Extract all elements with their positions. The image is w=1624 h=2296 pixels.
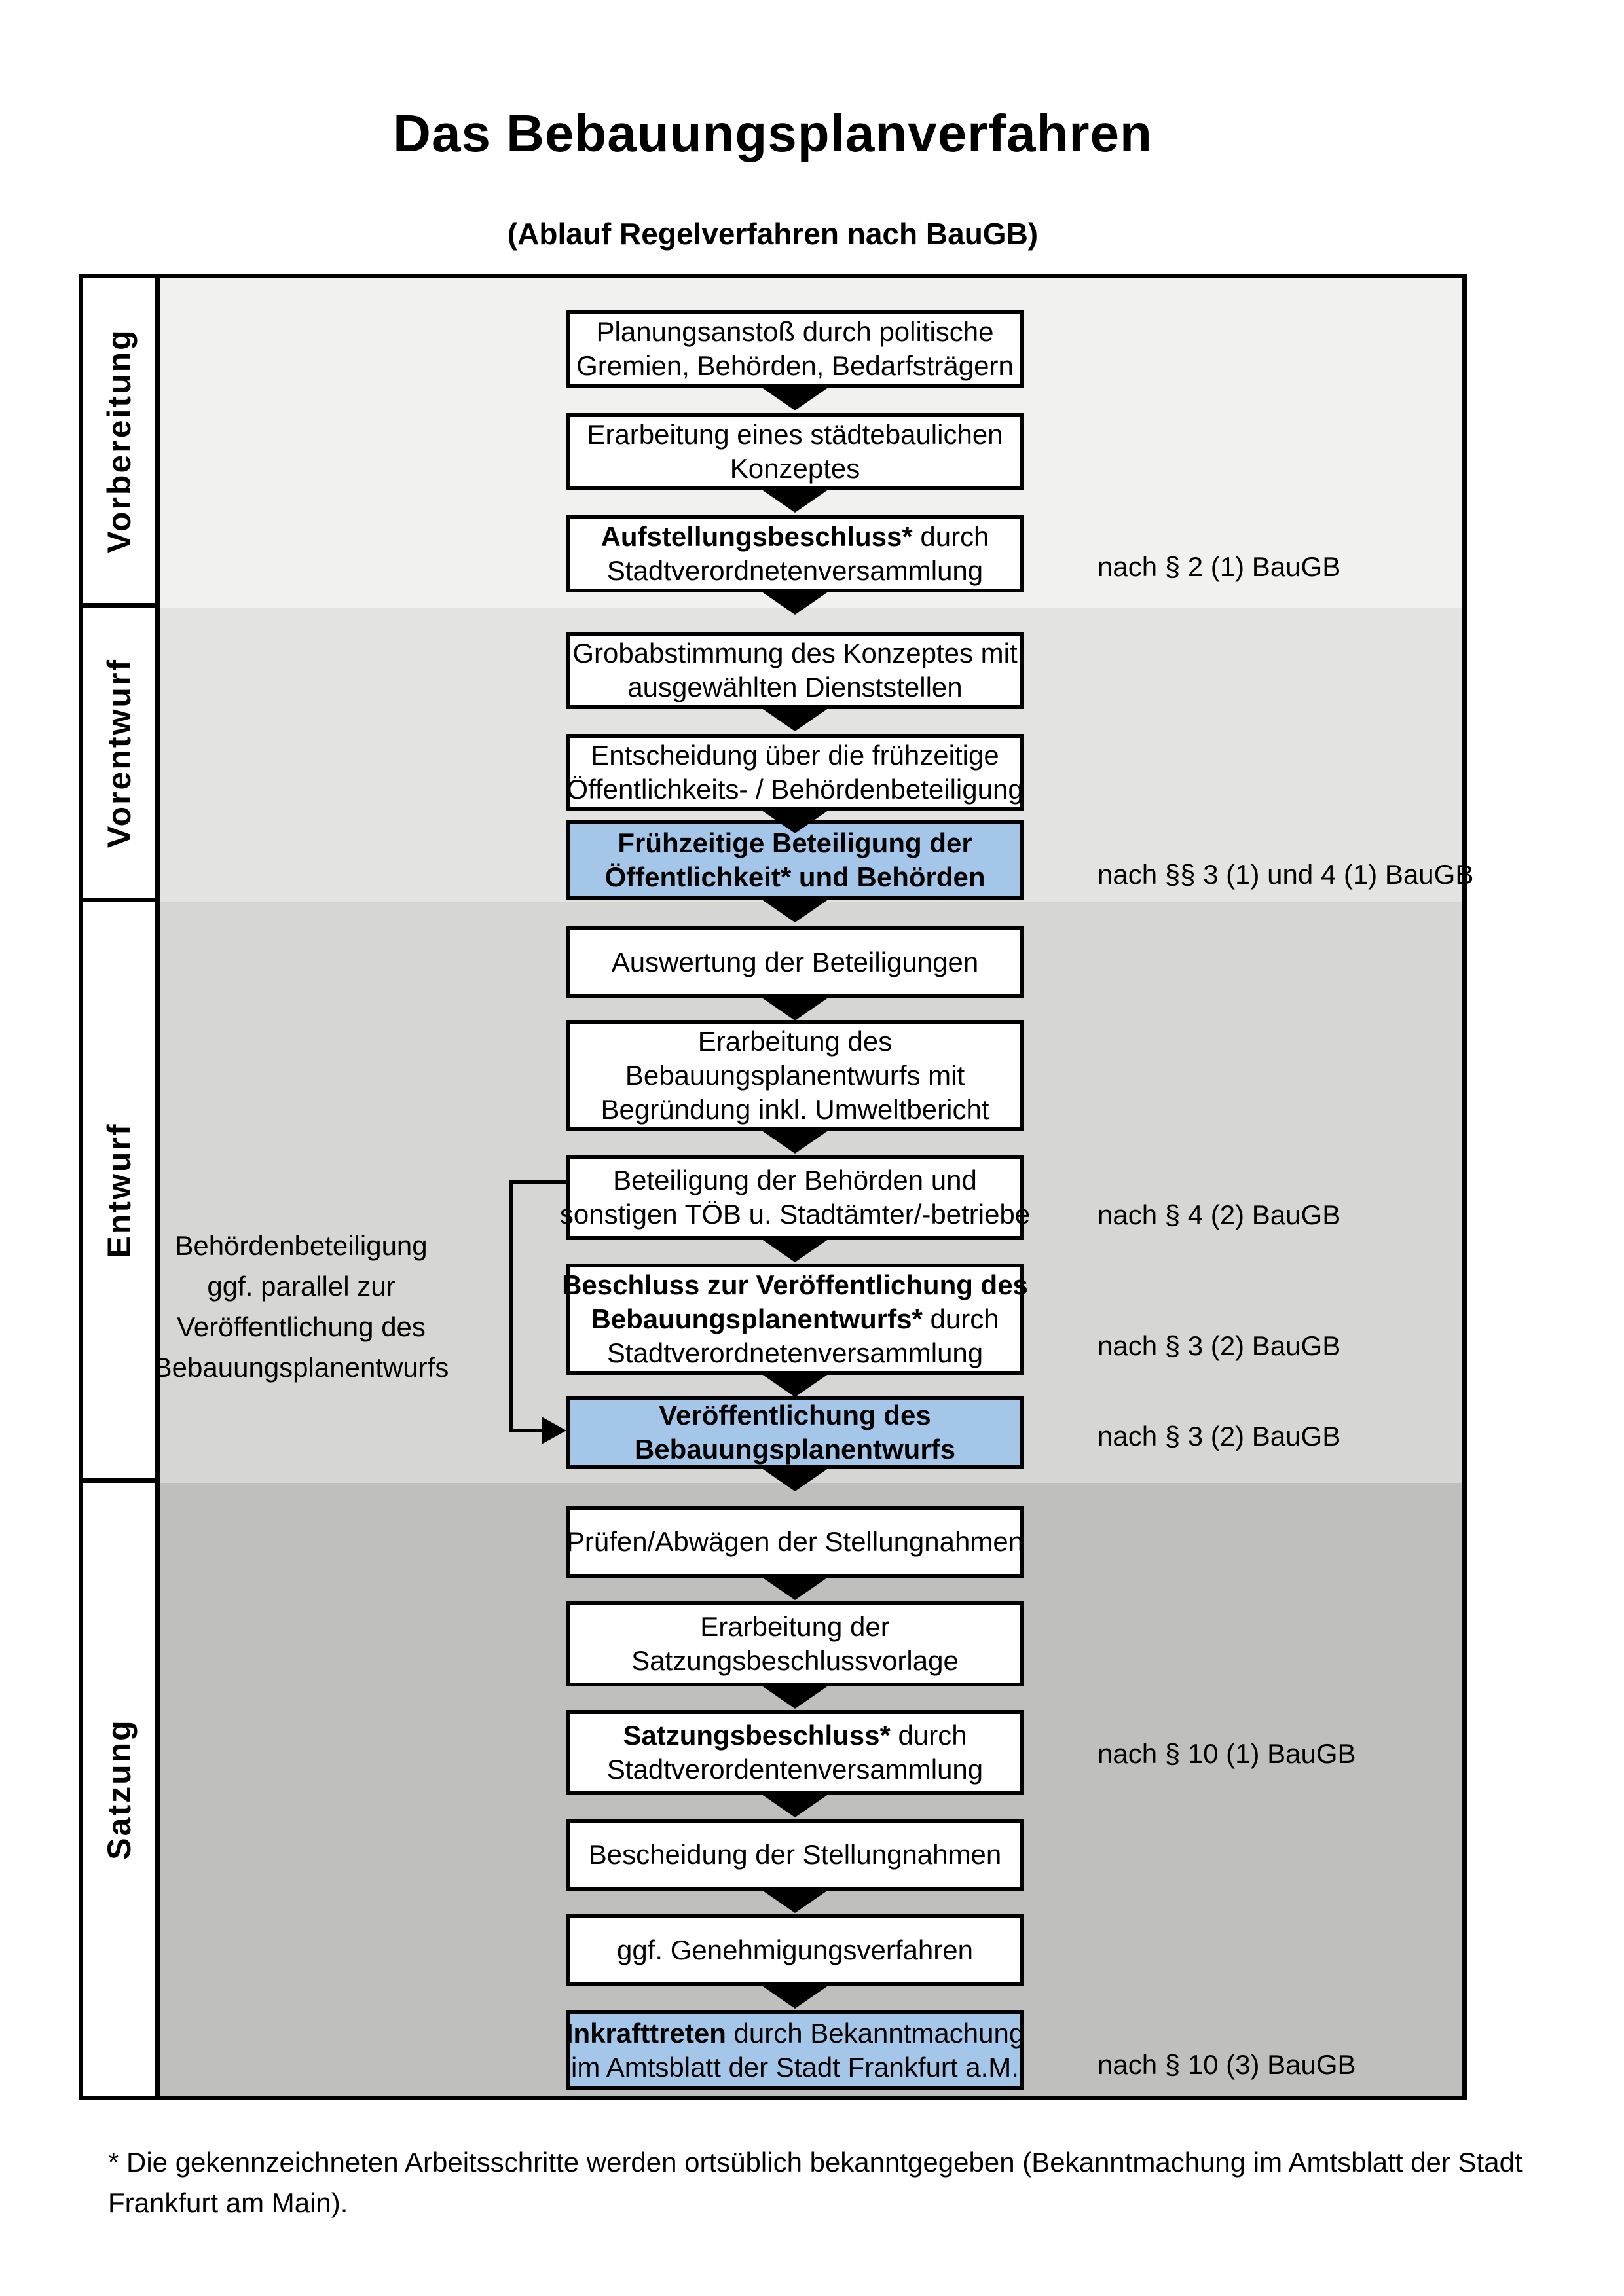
legal-reference: nach § 10 (3) BauGB — [1098, 2049, 1356, 2080]
note-line: Behördenbeteiligung — [175, 1230, 428, 1261]
flow-arrow-icon — [759, 1575, 831, 1600]
flow-arrow-icon — [759, 590, 831, 615]
phase-label: Vorbereitung — [101, 328, 138, 553]
flow-arrow-icon — [759, 1237, 831, 1262]
note-line: Bebauungsplanentwurfs — [153, 1352, 449, 1383]
step-pruefen-abwaegen: Prüfen/Abwägen der Stellungnahmen — [566, 1506, 1024, 1578]
legal-reference: nach §§ 3 (1) und 4 (1) BauGB — [1098, 859, 1474, 890]
flow-arrow-icon — [759, 1129, 831, 1154]
page-title: Das Bebauungsplanverfahren — [393, 104, 1153, 162]
flow-arrow-icon — [759, 706, 831, 731]
parallel-connector-bottom-line — [509, 1429, 543, 1432]
parallel-connector-top-line — [509, 1180, 568, 1184]
parallel-procedure-note: Behördenbeteiligung ggf. parallel zur Ve… — [138, 1226, 465, 1388]
flow-arrow-icon — [759, 488, 831, 513]
phase-label-cell-vorentwurf: Vorentwurf — [83, 608, 160, 902]
step-genehmigungsverfahren: ggf. Genehmigungsverfahren — [566, 1914, 1024, 1986]
flow-arrow-icon — [759, 1984, 831, 2009]
legal-reference: nach § 2 (1) BauGB — [1098, 551, 1341, 582]
legal-reference: nach § 3 (2) BauGB — [1098, 1330, 1341, 1361]
phase-label-cell-satzung: Satzung — [83, 1483, 160, 2096]
phase-label-cell-vorbereitung: Vorbereitung — [83, 278, 160, 608]
note-line: ggf. parallel zur — [207, 1271, 396, 1302]
flow-arrow-icon — [759, 1684, 831, 1709]
step-auswertung-beteiligungen: Auswertung der Beteiligungen — [566, 926, 1024, 998]
flow-arrow-icon — [759, 1888, 831, 1913]
legal-reference: nach § 3 (2) BauGB — [1098, 1421, 1341, 1451]
flow-arrow-icon — [759, 809, 831, 833]
phase-label: Satzung — [101, 1719, 138, 1860]
phase-label: Vorentwurf — [101, 657, 138, 848]
flow-arrow-icon — [759, 1372, 831, 1397]
parallel-connector-vertical-line — [509, 1180, 513, 1432]
page-subtitle: (Ablauf Regelverfahren nach BauGB) — [507, 217, 1039, 251]
footnote: * Die gekennzeichneten Arbeitsschritte w… — [108, 2142, 1581, 2223]
parallel-connector-arrow-icon — [542, 1417, 566, 1444]
footnote-line: * Die gekennzeichneten Arbeitsschritte w… — [108, 2147, 1522, 2178]
flow-arrow-icon — [759, 1793, 831, 1817]
legal-reference: nach § 10 (1) BauGB — [1098, 1738, 1356, 1769]
phase-label-cell-entwurf: Entwurf — [83, 902, 160, 1483]
legal-reference: nach § 4 (2) BauGB — [1098, 1199, 1341, 1230]
note-line: Veröffentlichung des — [177, 1311, 426, 1342]
flow-arrow-icon — [759, 386, 831, 410]
flow-arrow-icon — [759, 996, 831, 1021]
flow-arrow-icon — [759, 1467, 831, 1491]
footnote-line: Frankfurt am Main). — [108, 2187, 348, 2218]
step-bescheidung-stellungnahmen: Bescheidung der Stellungnahmen — [566, 1819, 1024, 1891]
flow-arrow-icon — [759, 898, 831, 922]
phase-label: Entwurf — [101, 1122, 138, 1258]
